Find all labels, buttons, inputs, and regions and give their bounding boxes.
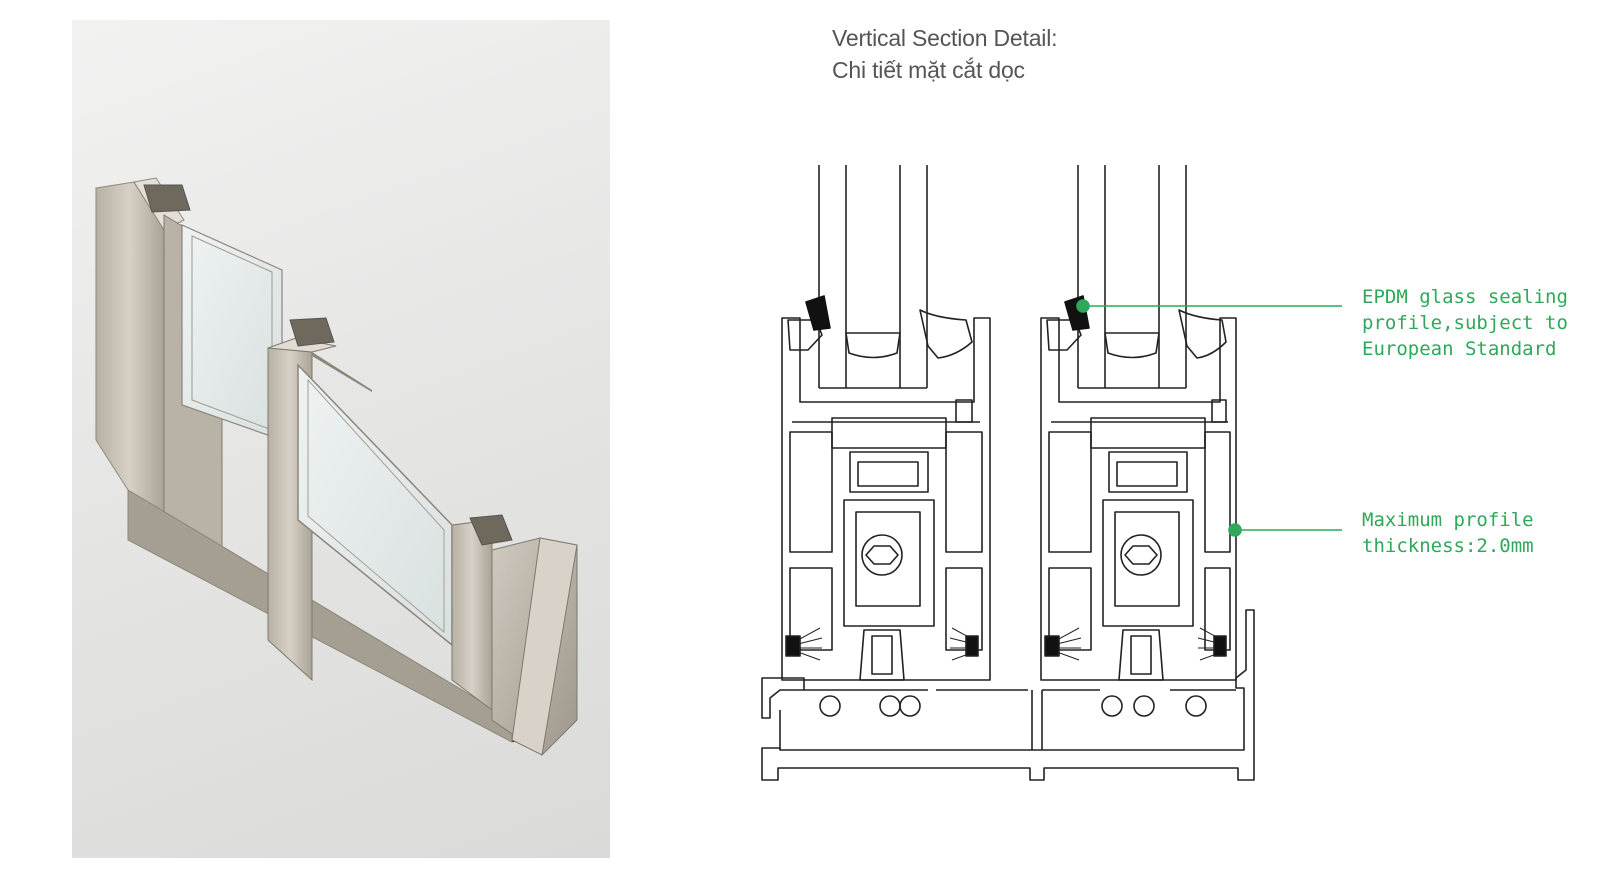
gasket-callout-line-3: European Standard [1362, 338, 1557, 360]
gasket-callout: EPDM glass sealing profile,subject to Eu… [1362, 284, 1568, 362]
gasket-callout-line-2: profile,subject to [1362, 312, 1568, 334]
left-epdm-gasket [805, 295, 831, 331]
gasket-callout-line-1: EPDM glass sealing [1362, 286, 1568, 308]
thickness-callout-dot [1228, 523, 1242, 537]
product-render-panel [72, 20, 610, 858]
title-vietnamese: Chi tiết mặt cắt dọc [832, 57, 1025, 83]
right-sash-profile [1040, 165, 1237, 681]
section-title: Vertical Section Detail: Chi tiết mặt cắ… [832, 22, 1058, 86]
thickness-callout: Maximum profile thickness:2.0mm [1362, 507, 1534, 559]
thickness-callout-line-1: Maximum profile [1362, 509, 1534, 531]
vertical-section-drawing [761, 165, 1255, 781]
gasket-callout-dot [1076, 299, 1090, 313]
thickness-callout-line-2: thickness:2.0mm [1362, 535, 1534, 557]
left-sash-profile [781, 165, 991, 681]
title-english: Vertical Section Detail: [832, 25, 1058, 51]
track-frame-profile [761, 609, 1255, 781]
sliding-window-render [95, 177, 578, 756]
